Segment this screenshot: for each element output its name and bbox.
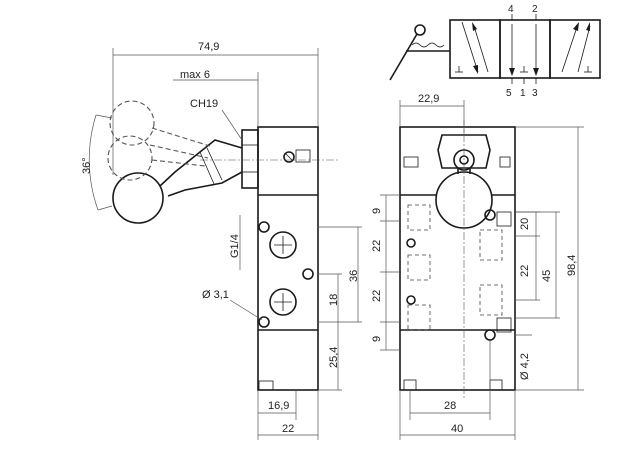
port-5-label: 5 xyxy=(506,88,512,99)
dim-22-side: 22 xyxy=(282,423,294,435)
dim-22-right: 22 xyxy=(519,265,531,277)
dim-45: 45 xyxy=(541,270,553,282)
dim-20: 20 xyxy=(519,218,531,230)
port-4-label: 4 xyxy=(508,4,514,15)
dim-36: 36 xyxy=(348,270,360,282)
dim-16-9: 16,9 xyxy=(268,400,289,412)
lever-knob xyxy=(112,172,164,224)
dim-40: 40 xyxy=(451,423,463,435)
dim-18: 18 xyxy=(328,294,340,306)
dim-22-a: 22 xyxy=(371,240,383,252)
dim-74-9: 74,9 xyxy=(198,41,219,53)
dim-9-top: 9 xyxy=(371,208,383,214)
dim-22-9: 22,9 xyxy=(418,93,439,105)
angle-label: 36° xyxy=(81,157,93,174)
valve-symbol: 4 2 5 1 3 xyxy=(389,4,601,99)
dim-g14: G1/4 xyxy=(229,234,241,258)
port-2-label: 2 xyxy=(532,4,538,15)
dim-3-1: Ø 3,1 xyxy=(202,289,229,301)
dim-ch19: CH19 xyxy=(190,98,218,110)
symbol-roller-icon xyxy=(414,24,426,36)
dim-25-4: 25,4 xyxy=(328,347,340,368)
dim-98-4: 98,4 xyxy=(566,255,578,276)
side-port-lower xyxy=(269,288,297,316)
dim-28: 28 xyxy=(444,400,456,412)
dim-4-2: Ø 4,2 xyxy=(519,353,531,380)
port-1-label: 1 xyxy=(520,88,526,99)
dim-max-6: max 6 xyxy=(180,69,210,81)
front-nut xyxy=(437,134,491,169)
side-port-upper xyxy=(269,231,297,259)
port-3-label: 3 xyxy=(532,88,538,99)
side-view: 36° 74,9 max 6 CH19 G1/4 Ø 3,1 36 18 25,… xyxy=(81,41,362,440)
dim-22-b: 22 xyxy=(371,290,383,302)
nut-ch19 xyxy=(241,129,259,189)
dim-9-bottom: 9 xyxy=(371,336,383,342)
front-view: 22,9 9 22 22 9 20 22 45 98,4 Ø 4,2 xyxy=(371,93,584,440)
